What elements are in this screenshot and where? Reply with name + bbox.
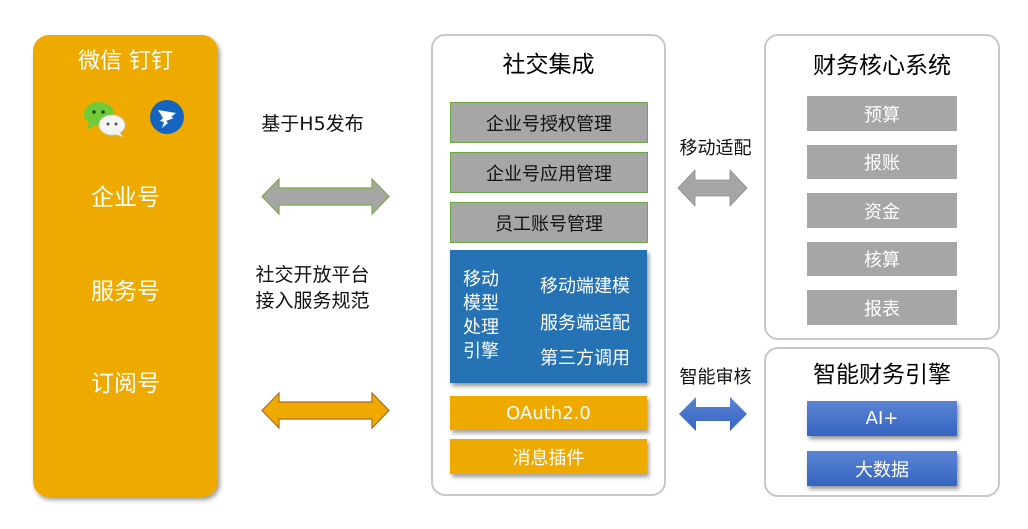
platform-label-line2: 接入服务规范 [255, 290, 370, 312]
double-arrow-gray-icon [261, 177, 390, 216]
finance-item-funds: 资金 [807, 193, 957, 228]
h5-publish-label: 基于H5发布 [261, 113, 364, 135]
platform-label-line1: 社交开放平台 [255, 264, 370, 286]
engine-item-mobile-modeling: 移动端建模 [540, 276, 630, 297]
engine-label: 移动 模型 处理 引擎 [463, 268, 513, 364]
finance-item-accounting: 核算 [807, 242, 957, 276]
channel-item-subscription: 订阅号 [91, 371, 160, 397]
double-arrow-audit-icon [679, 397, 747, 431]
channel-item-service: 服务号 [91, 279, 160, 305]
engine-item-server-adapt: 服务端适配 [540, 313, 630, 334]
engine-label-line: 引擎 [463, 341, 499, 362]
finance-core-title: 财务核心系统 [813, 53, 951, 79]
big-data-box: 大数据 [807, 451, 957, 486]
engine-label-line: 处理 [463, 317, 499, 338]
double-arrow-orange-icon [261, 391, 390, 430]
finance-item-reports: 报表 [807, 290, 957, 325]
ai-plus-box: AI+ [807, 401, 957, 436]
mobile-engine-box: 移动 模型 处理 引擎 移动端建模 服务端适配 第三方调用 [450, 250, 647, 383]
double-arrow-mobile-icon [677, 168, 748, 208]
employee-account-mgmt: 员工账号管理 [450, 202, 648, 243]
enterprise-auth-mgmt: 企业号授权管理 [450, 102, 648, 143]
channel-panel: 微信 钉钉 企业号 服务号 订阅号 [33, 35, 218, 497]
finance-item-reimburse: 报账 [807, 145, 957, 179]
channel-item-enterprise: 企业号 [91, 185, 160, 211]
finance-item-budget: 预算 [807, 96, 957, 131]
wechat-icon [81, 99, 129, 139]
dingtalk-icon [149, 99, 185, 135]
finance-core-panel: 财务核心系统 [764, 34, 1000, 340]
smart-audit-label: 智能审核 [679, 367, 752, 388]
channel-title: 微信 钉钉 [78, 49, 173, 74]
engine-label-line: 移动 [463, 269, 499, 290]
oauth-box: OAuth2.0 [450, 396, 647, 430]
mobile-adapt-label: 移动适配 [679, 138, 752, 159]
engine-item-third-party: 第三方调用 [540, 348, 630, 369]
enterprise-app-mgmt: 企业号应用管理 [450, 152, 648, 193]
message-plugin-box: 消息插件 [450, 439, 647, 474]
social-integration-title: 社交集成 [502, 52, 595, 78]
engine-label-line: 模型 [463, 293, 499, 314]
smart-finance-title: 智能财务引擎 [813, 362, 951, 388]
